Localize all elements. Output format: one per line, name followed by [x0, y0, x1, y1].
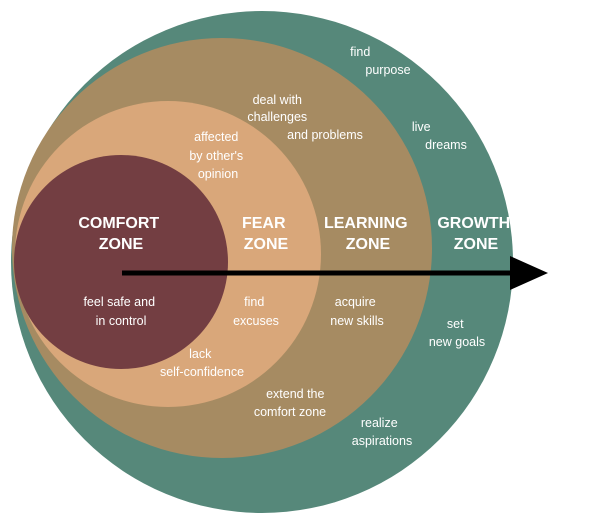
growth-zone-note-goals: set new goals	[429, 317, 485, 349]
learning-zone-note-top: deal with challenges and problems	[247, 93, 363, 142]
fear-zone-note-top: affected by other's opinion	[189, 130, 246, 181]
growth-zone-title: GROWTH ZONE	[437, 215, 514, 253]
comfort-zone-circle	[14, 155, 228, 369]
learning-zone-title: LEARNING ZONE	[324, 215, 412, 253]
growth-zone-note-aspirations: realize aspirations	[352, 416, 412, 448]
growth-arrow-head	[510, 256, 548, 290]
growth-zone-note-purpose: find purpose	[350, 45, 410, 77]
learning-zone-note-bottom: extend the comfort zone	[254, 387, 328, 419]
comfort-zone-title: COMFORT ZONE	[78, 215, 163, 253]
growth-zone-note-dreams: live dreams	[412, 120, 467, 152]
comfort-zone-note: feel safe and in control	[83, 295, 158, 328]
fear-zone-note-mid: find excuses	[233, 295, 279, 328]
fear-zone-note-bottom: lack self-confidence	[160, 347, 244, 379]
learning-zone-note-mid: acquire new skills	[330, 295, 384, 328]
fear-zone-title: FEAR ZONE	[242, 215, 290, 253]
